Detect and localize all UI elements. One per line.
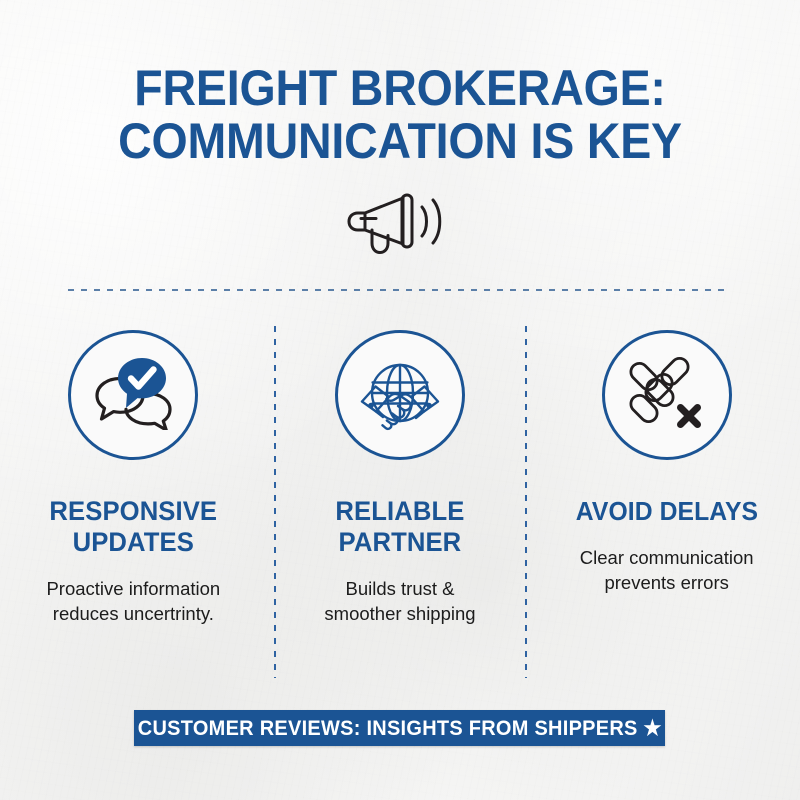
icon-circle-2 xyxy=(335,330,465,460)
title-line-2: COMMUNICATION IS KEY xyxy=(118,113,682,169)
vertical-dashed-divider-1 xyxy=(274,326,276,678)
column-3-heading: AVOID DELAYS xyxy=(576,496,758,527)
column-3-heading-line-1: AVOID DELAYS xyxy=(575,496,758,526)
feature-columns: RESPONSIVE UPDATES Proactive information… xyxy=(0,330,800,626)
megaphone-icon xyxy=(345,193,455,262)
footer-banner[interactable]: CUSTOMER REVIEWS: INSIGHTS FROM SHIPPERS… xyxy=(134,710,665,746)
column-2-heading-line-1: RELIABLE xyxy=(335,496,465,526)
broken-chain-x-icon xyxy=(627,353,707,438)
column-1-heading-line-1: RESPONSIVE xyxy=(49,496,218,526)
column-2-body: Builds trust & smoother shipping xyxy=(324,578,476,624)
title-line-1: FREIGHT BROKERAGE: xyxy=(134,60,666,116)
footer-banner-text: CUSTOMER REVIEWS: INSIGHTS FROM SHIPPERS… xyxy=(137,716,662,740)
icon-circle-1 xyxy=(68,330,199,460)
column-3-body: Clear communication prevents errors xyxy=(579,547,754,593)
vertical-dashed-divider-2 xyxy=(525,326,527,678)
icon-circle-3 xyxy=(601,330,732,460)
column-1-heading-line-2: UPDATES xyxy=(72,527,194,557)
feature-column-reliable-partner: RELIABLE PARTNER Builds trust & smoother… xyxy=(267,330,534,626)
feature-column-responsive-updates: RESPONSIVE UPDATES Proactive information… xyxy=(0,330,267,626)
column-2-heading: RELIABLE PARTNER xyxy=(335,496,464,558)
speech-bubbles-check-icon xyxy=(90,356,176,435)
handshake-globe-icon xyxy=(358,353,442,438)
page-title: FREIGHT BROKERAGE: COMMUNICATION IS KEY xyxy=(0,62,800,168)
column-2-heading-line-2: PARTNER xyxy=(338,527,462,557)
horizontal-dashed-divider xyxy=(68,289,728,291)
column-1-heading: RESPONSIVE UPDATES xyxy=(49,496,217,558)
feature-column-avoid-delays: AVOID DELAYS Clear communication prevent… xyxy=(533,330,800,626)
hero-icon-wrapper xyxy=(0,192,800,263)
column-1-body: Proactive information reduces uncertrint… xyxy=(46,578,221,624)
